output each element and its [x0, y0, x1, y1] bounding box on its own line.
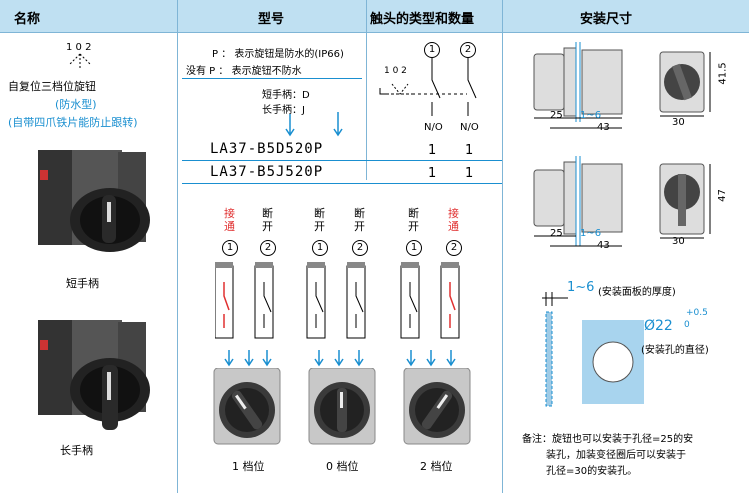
state-off-label: 断开 [408, 207, 419, 233]
state-on-label: 接通 [448, 207, 459, 233]
dim-25: 25 [550, 228, 563, 239]
hole-tolerance-plus: +0.5 [686, 308, 708, 318]
short-handle-switch-image [38, 150, 150, 252]
contact-position-label: 1 0 2 [384, 66, 407, 76]
dim-30: 30 [672, 236, 685, 247]
model-number-short: LA37-B5D520P [210, 141, 324, 157]
panel-thickness-range: 1~6 [567, 280, 595, 295]
installation-note: 备注：旋钮也可以安装于孔径=25的安 装孔，加装变径圈后可以安装于 孔径=30的… [522, 432, 693, 480]
code-arrows-icon [285, 112, 343, 137]
contact-2-circle: 2 [352, 240, 368, 256]
contact-1-circle: 1 [312, 240, 328, 256]
column-divider [502, 0, 503, 493]
position-label: 1 0 2 [66, 42, 92, 53]
dim-panel-thickness: 1~6 [580, 110, 602, 121]
position-diagram-icon [69, 53, 91, 68]
state-off-label: 断开 [262, 207, 273, 233]
short-handle-code: 短手柄：D [262, 90, 310, 101]
position-label-0: 0 档位 [326, 460, 359, 473]
hole-diameter: Ø22 [644, 318, 673, 334]
dim-43: 43 [597, 240, 610, 251]
count-cell: 1 [428, 166, 437, 181]
contact-1-type: N/O [424, 122, 443, 133]
column-divider [177, 0, 178, 493]
state-off-label: 断开 [354, 207, 365, 233]
note-line: 孔径=30的安装孔。 [546, 466, 638, 477]
column-divider [366, 0, 367, 180]
contact-2-type: N/O [460, 122, 479, 133]
count-cell: 1 [465, 166, 474, 181]
panel-hole-drawing [542, 292, 644, 407]
contact-state-diagram [215, 262, 460, 367]
dim-41-5: 41.5 [717, 62, 729, 85]
divider-line [182, 160, 502, 161]
contact-2-circle: 2 [460, 42, 476, 58]
anti-rotation-note: (自带四爪铁片能防止跟转) [8, 116, 138, 129]
hole-tolerance-zero: 0 [684, 320, 690, 330]
waterproof-label: (防水型) [55, 98, 97, 111]
no-p-meaning: 没有 P ： 表示旋钮不防水 [186, 66, 302, 77]
header-model: 型号 [258, 12, 285, 27]
short-handle-label: 短手柄 [66, 277, 99, 290]
contact-2-circle: 2 [260, 240, 276, 256]
mounting-dimension-drawings [533, 42, 711, 247]
note-line: 备注：旋钮也可以安装于孔径=25的安 [522, 434, 694, 445]
state-off-label: 断开 [314, 207, 325, 233]
dim-43: 43 [597, 122, 610, 133]
model-number-long: LA37-B5J520P [210, 164, 324, 180]
contact-2-circle: 2 [446, 240, 462, 256]
divider-line [182, 78, 362, 79]
header-contacts: 触头的类型和数量 [370, 12, 475, 27]
long-handle-switch-image [38, 320, 150, 430]
contact-1-circle: 1 [406, 240, 422, 256]
position-label-1: 1 档位 [232, 460, 265, 473]
dim-47: 47 [716, 189, 728, 202]
contact-1-circle: 1 [424, 42, 440, 58]
table-header [0, 0, 749, 33]
divider-line [182, 183, 502, 184]
state-on-label: 接通 [224, 207, 235, 233]
count-cell: 1 [428, 143, 437, 158]
knob-position-images [213, 368, 471, 445]
dim-panel-thickness: 1~6 [580, 228, 602, 239]
p-meaning: P ： 表示旋钮是防水的(IP66) [212, 49, 344, 60]
count-cell: 1 [465, 143, 474, 158]
product-title: 自复位三档位旋钮 [8, 80, 96, 93]
dim-25: 25 [550, 110, 563, 121]
position-label-2: 2 档位 [420, 460, 453, 473]
header-name: 名称 [14, 12, 41, 27]
header-mount: 安装尺寸 [580, 12, 633, 27]
dim-30: 30 [672, 117, 685, 128]
long-handle-label: 长手柄 [60, 444, 93, 457]
panel-thickness-note: (安装面板的厚度) [598, 287, 676, 298]
contact-1-circle: 1 [222, 240, 238, 256]
long-handle-code: 长手柄：J [262, 105, 305, 116]
hole-diameter-note: (安装孔的直径) [641, 345, 709, 356]
note-line: 装孔，加装变径圈后可以安装于 [546, 450, 686, 461]
contact-schematic-icon [379, 58, 477, 116]
